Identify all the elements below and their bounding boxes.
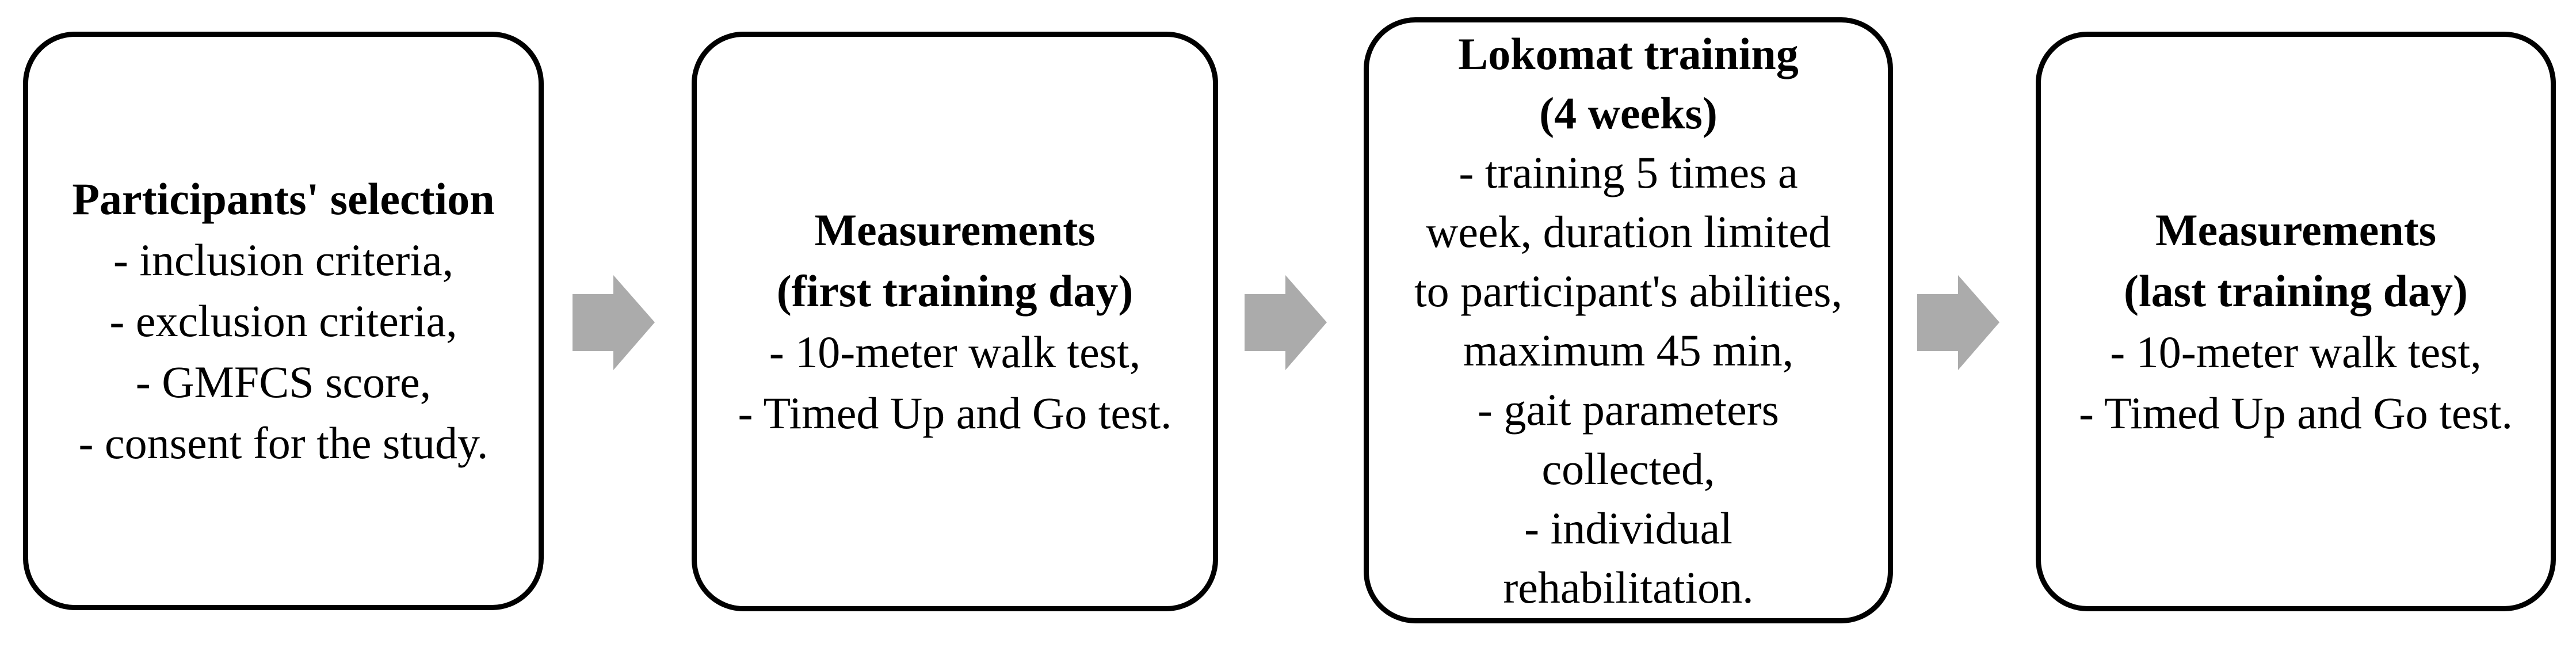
box-body-line: - exclusion criteria, <box>109 295 457 346</box>
box-body-line: - Timed Up and Go test. <box>2078 387 2513 438</box>
box-body-line: - GMFCS score, <box>135 356 432 407</box>
right-arrow-shape <box>1245 275 1327 370</box>
box-body-line: - 10-meter walk test, <box>2110 326 2482 377</box>
box-title-line: Measurements <box>814 204 1096 255</box>
box-title-line: (first training day) <box>776 265 1134 316</box>
box-body-line: to participant's abilities, <box>1414 265 1843 316</box>
flow-box-participants-selection: Participants' selection - inclusion crit… <box>23 32 544 610</box>
box-title-line: (4 weeks) <box>1539 87 1718 138</box>
box-title-line: Lokomat training <box>1458 28 1799 79</box>
box-body-line: - gait parameters <box>1477 384 1780 435</box>
box-body-line: collected, <box>1541 443 1715 494</box>
box-body-line: - inclusion criteria, <box>113 234 454 285</box>
flow-box-lokomat-training: Lokomat training (4 weeks) - training 5 … <box>1364 17 1893 623</box>
box-body-line: - 10-meter walk test, <box>769 326 1141 377</box>
box-body-line: maximum 45 min, <box>1463 325 1794 375</box>
box-title-line: (last training day) <box>2123 265 2468 316</box>
box-body-line: - training 5 times a <box>1459 147 1798 197</box>
box-body-line: - Timed Up and Go test. <box>738 387 1172 438</box>
box-body-line: week, duration limited <box>1426 206 1831 257</box>
box-title-line: Measurements <box>2155 204 2437 255</box>
right-arrow-icon <box>1917 275 1999 370</box>
box-body-line: - consent for the study. <box>78 417 489 468</box>
flow-box-measurements-last-day: Measurements (last training day) - 10-me… <box>2036 32 2556 611</box>
flow-box-measurements-first-day: Measurements (first training day) - 10-m… <box>692 32 1218 611</box>
right-arrow-shape <box>1917 275 1999 370</box>
right-arrow-icon <box>573 275 655 370</box>
box-body-line: rehabilitation. <box>1503 562 1754 612</box>
box-title-line: Participants' selection <box>72 173 495 224</box>
right-arrow-shape <box>573 275 655 370</box>
box-body-line: - individual <box>1524 502 1732 553</box>
right-arrow-icon <box>1245 275 1327 370</box>
